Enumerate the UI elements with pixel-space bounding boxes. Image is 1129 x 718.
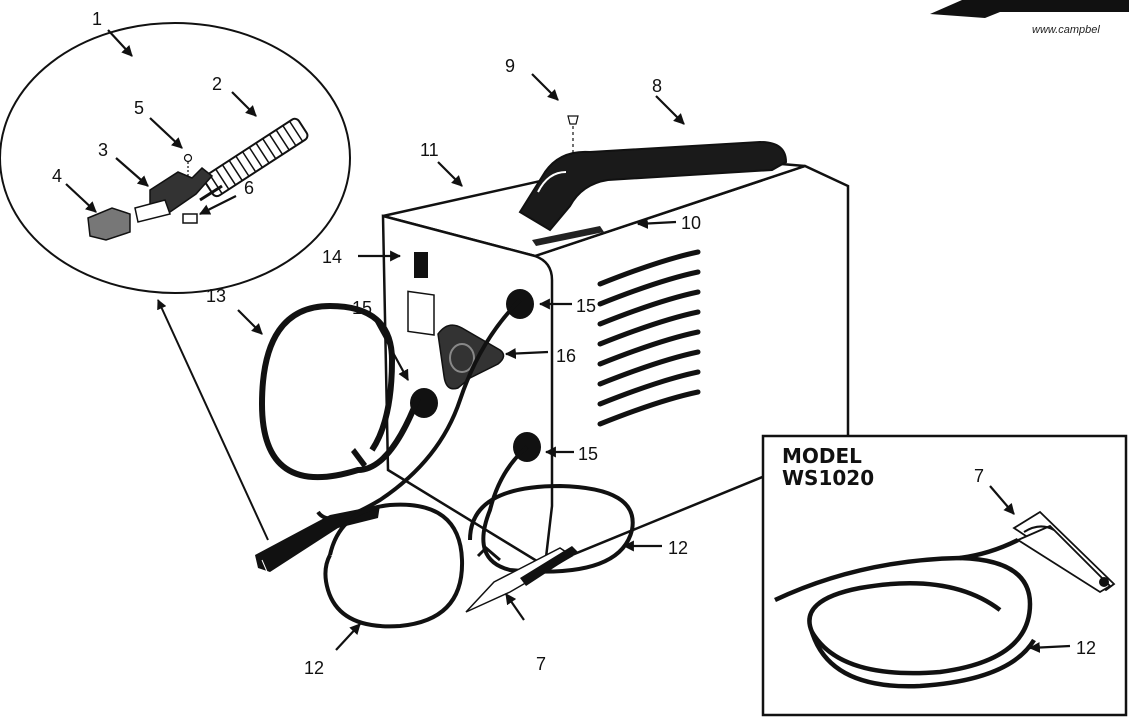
callout-7-main: 7	[536, 654, 546, 674]
holder-cap	[87, 207, 131, 241]
cable-port-top	[506, 289, 534, 319]
arrow-10	[636, 217, 677, 229]
arrow-4	[65, 183, 97, 213]
callout-7-inset: 7	[974, 466, 984, 486]
arrow-11	[437, 161, 463, 187]
callout-13: 13	[206, 286, 226, 306]
callout-9: 9	[505, 56, 515, 76]
nameplate	[532, 226, 604, 246]
arrow-2	[231, 91, 257, 117]
callout-16: 16	[556, 346, 576, 366]
callout-10: 10	[681, 213, 701, 233]
amperage-knob	[437, 324, 505, 390]
brand-url: www.campbel	[1032, 24, 1100, 36]
power-switch	[407, 252, 435, 336]
callout-5: 5	[134, 98, 144, 118]
cable-loop-left	[323, 502, 465, 629]
holder-grip	[203, 117, 309, 198]
arrow-3	[115, 157, 149, 187]
arrow-7-inset	[989, 485, 1015, 515]
model-label-2: WS1020	[782, 466, 874, 490]
carry-handle	[518, 140, 788, 232]
callout-12-right: 12	[668, 538, 688, 558]
callout-12-inset: 12	[1076, 638, 1096, 658]
callout-15-top: 15	[576, 296, 596, 316]
arrow-6	[199, 195, 237, 215]
inset-ground-clamp	[1012, 510, 1116, 594]
cable-port-left	[410, 388, 438, 418]
holder-screw	[183, 153, 193, 163]
arrow-9	[531, 73, 559, 101]
callout-12-left: 12	[304, 658, 324, 678]
ground-cable	[465, 445, 635, 613]
callout-15-left: 15	[352, 298, 372, 318]
callout-11: 11	[420, 140, 439, 160]
arrow-13	[237, 309, 263, 335]
arrow-1	[107, 29, 133, 57]
welder-front-panel	[381, 214, 554, 569]
callout-numbers: 1 2 3 4 5 6 7 7 8 9 10 11 12 12 12 13 14…	[52, 9, 1096, 678]
arrow-12-left	[335, 623, 361, 651]
arrow-12-inset	[1028, 642, 1071, 653]
cooling-vents	[597, 249, 701, 427]
callout-4: 4	[52, 166, 62, 186]
arrow-5	[149, 117, 183, 149]
power-cord	[258, 302, 421, 481]
callout-6: 6	[244, 178, 254, 198]
brand-logo: www.campbel	[930, 0, 1129, 36]
callout-8: 8	[652, 76, 662, 96]
electrode-holder	[255, 505, 380, 572]
welder-unit	[381, 115, 850, 569]
inset-cable	[774, 555, 1033, 676]
callout-14: 14	[322, 247, 342, 267]
electrode-holder-detail	[0, 22, 351, 294]
detail-ellipse	[0, 22, 351, 294]
handle-screw	[567, 115, 579, 125]
inset-frame	[761, 434, 1128, 717]
arrow-7-main	[505, 593, 525, 621]
detail-pointer-arrow	[157, 299, 269, 541]
callout-1: 1	[92, 9, 102, 29]
model-inset: MODEL WS1020	[761, 434, 1128, 717]
arrow-15-left	[373, 317, 409, 381]
arrow-16	[504, 348, 549, 360]
model-label-1: MODEL	[782, 444, 862, 468]
callout-3: 3	[98, 140, 108, 160]
callout-arrows	[65, 29, 1071, 653]
callout-2: 2	[212, 74, 222, 94]
callout-15-bottom: 15	[578, 444, 598, 464]
holder-clip	[182, 213, 198, 224]
arrow-8	[655, 95, 685, 125]
